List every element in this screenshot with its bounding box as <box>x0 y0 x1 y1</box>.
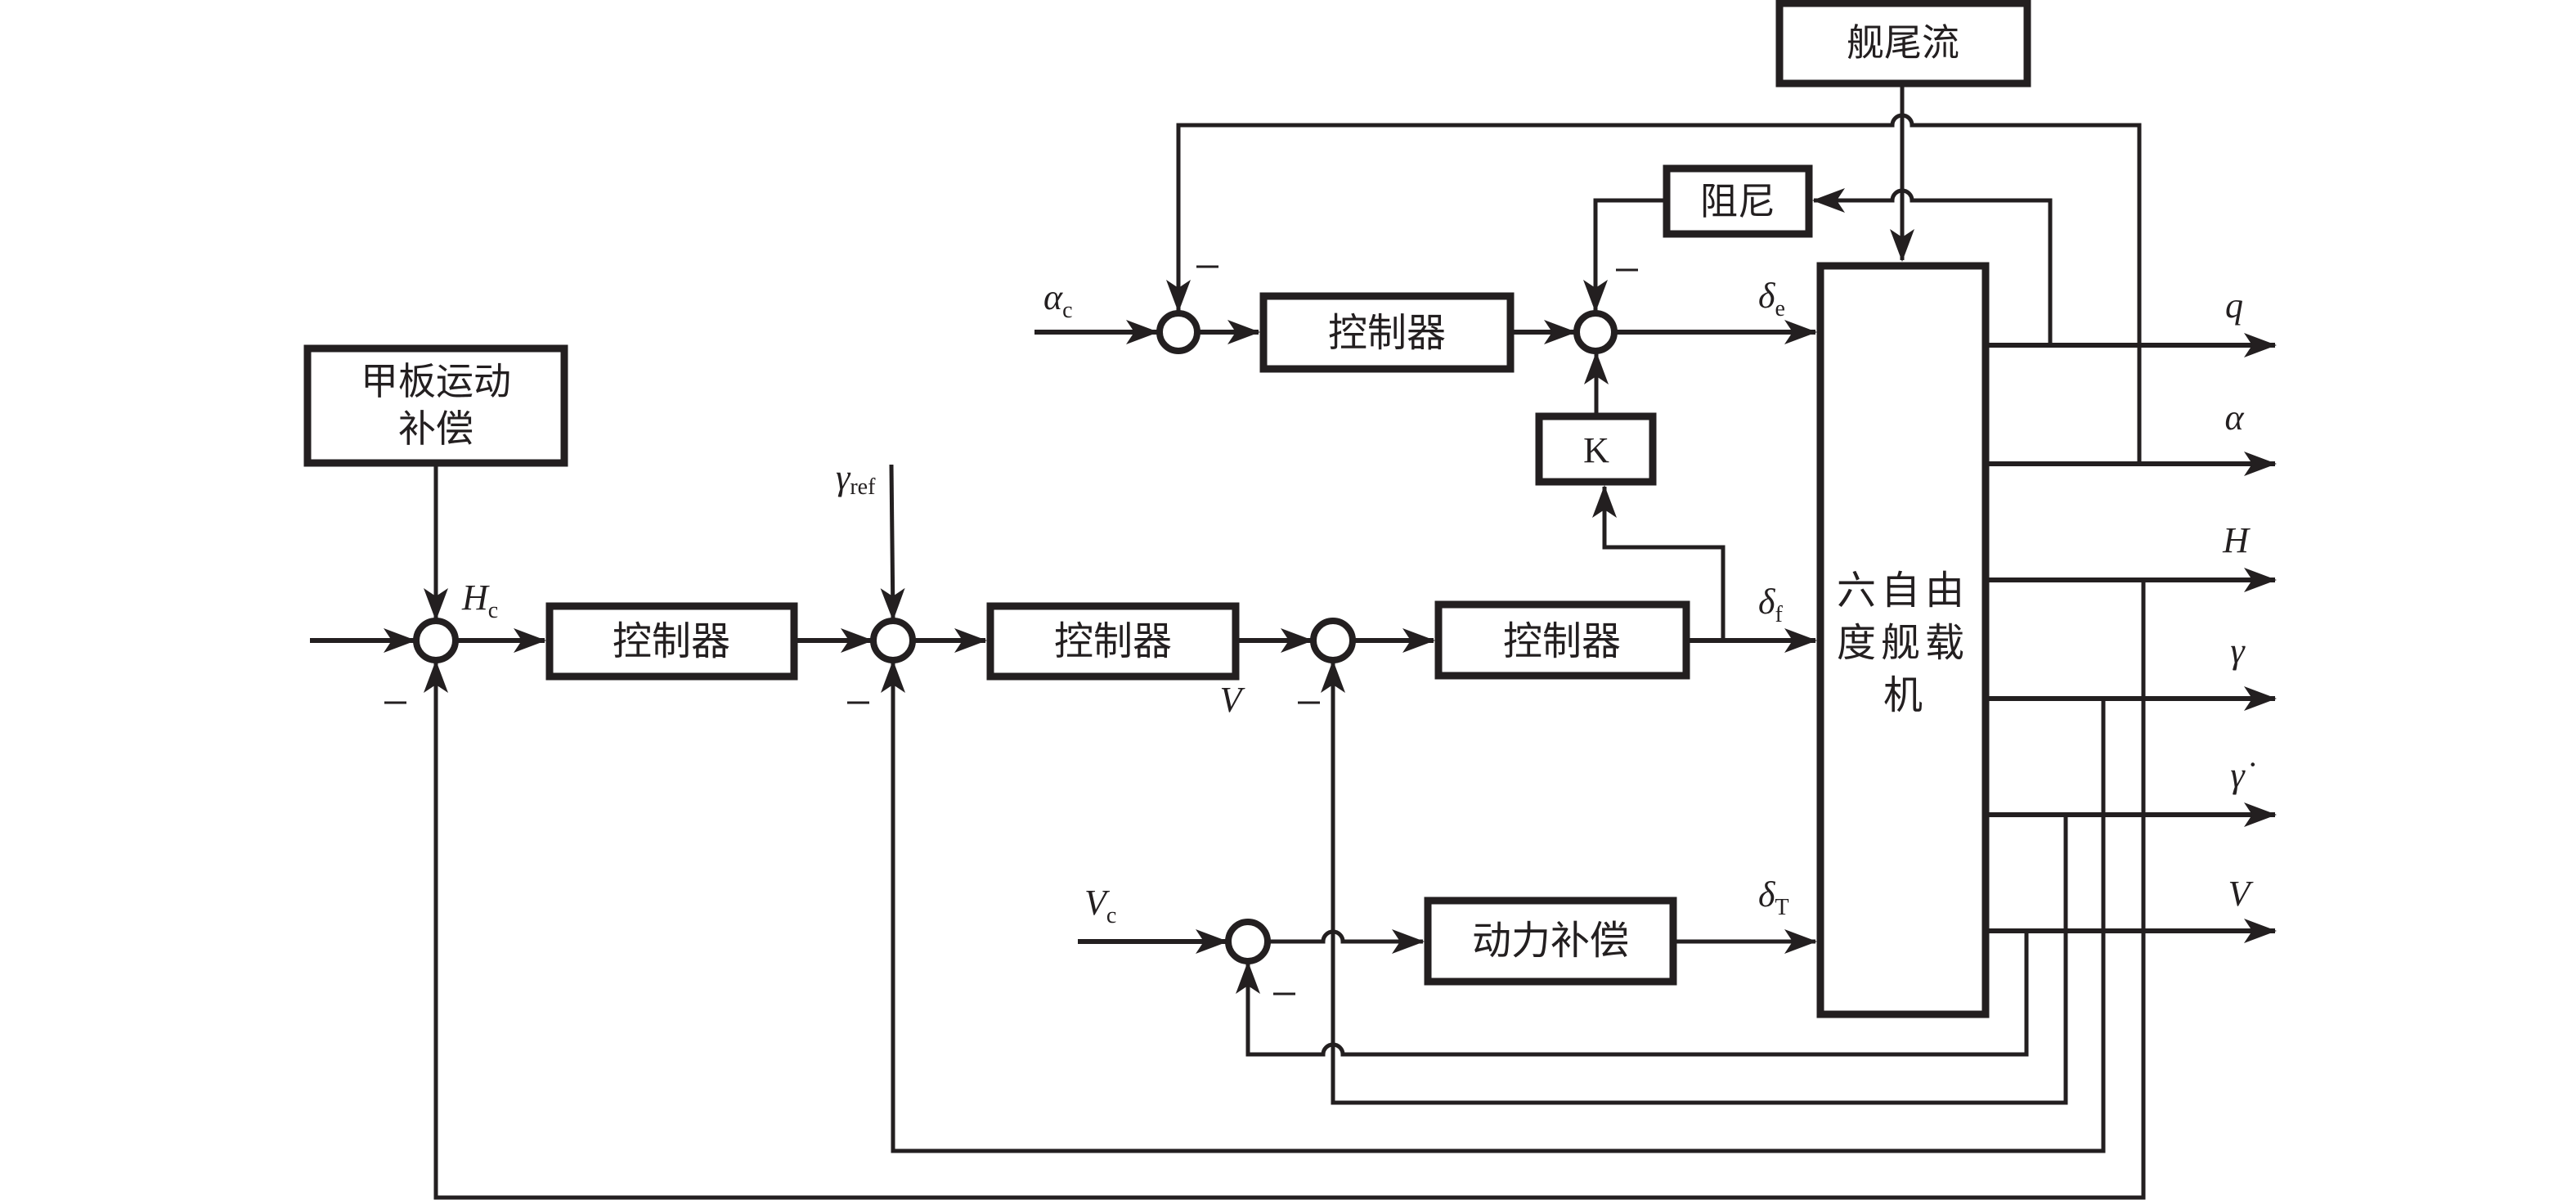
gamma-ref-label: γref <box>836 457 876 500</box>
delta-e-label: δe <box>1758 276 1785 321</box>
controller-h-block: 控制器 <box>545 602 798 681</box>
output-alpha-label: α <box>2224 398 2244 438</box>
output-h-label: H <box>2222 520 2251 560</box>
gamma-dot-feedback-line <box>1321 660 2068 1105</box>
output-q-label: q <box>2225 285 2243 326</box>
ship-airwake-label: 舰尾流 <box>1847 20 1959 65</box>
delta-f-to-k-line <box>1592 485 1726 640</box>
aircraft-6dof-block: 六自由 度舰载 机 <box>1816 262 1990 1018</box>
controller-gamma-label: 控制器 <box>1054 618 1172 664</box>
damping-block: 阻尼 <box>1663 164 1813 238</box>
gain-k-label: K <box>1583 430 1609 470</box>
deck-motion-label-line2: 补偿 <box>398 407 473 451</box>
sum-junction-alpha <box>1156 310 1200 354</box>
ship-airwake-block: 舰尾流 <box>1775 0 2031 88</box>
v-mid-label: V <box>1220 680 1246 720</box>
controller-h-label: 控制器 <box>613 618 730 664</box>
damping-to-sum-line <box>1583 198 1663 312</box>
damping-label: 阻尼 <box>1700 179 1775 223</box>
q-feedback-to-damping-line <box>1812 188 2053 345</box>
output-v-label: V <box>2228 874 2255 914</box>
sum-junction-vc <box>1225 919 1271 964</box>
power-comp-block: 动力补偿 <box>1424 897 1677 986</box>
sum-to-power-comp-line <box>1268 929 1425 954</box>
power-comp-label: 动力补偿 <box>1472 918 1629 964</box>
sum-junction-delta-e <box>1573 310 1618 354</box>
gamma-feedback-line <box>881 660 2106 1153</box>
gain-k-block: K <box>1535 412 1657 486</box>
v-c-label: Vc <box>1084 883 1116 928</box>
delta-t-label: δT <box>1758 874 1789 920</box>
aircraft-label-line3: 机 <box>1883 672 1923 718</box>
output-gamma-dot: γ̇ <box>1987 755 2277 827</box>
controller-alpha-label: 控制器 <box>1328 310 1446 356</box>
h-c-label: Hc <box>461 578 498 623</box>
alpha-feedback-line <box>1166 113 2142 464</box>
output-gamma-label: γ <box>2230 631 2246 671</box>
h-feedback-line <box>424 580 2146 1200</box>
alpha-c-label: αc <box>1043 277 1073 323</box>
output-gamma: γ <box>1987 631 2277 711</box>
output-alpha: α <box>1987 398 2277 476</box>
output-q: q <box>1987 285 2277 357</box>
output-h: H <box>1987 520 2277 592</box>
sum-junction-v <box>1310 618 1356 663</box>
sum-junction-h <box>413 618 459 663</box>
aircraft-label-line2: 度舰载 <box>1837 620 1969 666</box>
sum-junction-gamma <box>870 618 916 663</box>
delta-f-label: δf <box>1758 582 1783 627</box>
controller-alpha-block: 控制器 <box>1259 292 1515 373</box>
controller-v-label: 控制器 <box>1503 618 1621 664</box>
output-v: V <box>1987 874 2277 943</box>
controller-gamma-block: 控制器 <box>986 602 1240 681</box>
gamma-ref-line <box>880 464 905 621</box>
deck-motion-comp-block: 甲板运动 补偿 <box>303 344 568 467</box>
output-gamma-dot-label: γ̇ <box>2230 755 2255 795</box>
aircraft-label-line1: 六自由 <box>1837 568 1969 613</box>
deck-motion-label-line1: 甲板运动 <box>361 359 511 403</box>
controller-v-block: 控制器 <box>1434 600 1690 680</box>
